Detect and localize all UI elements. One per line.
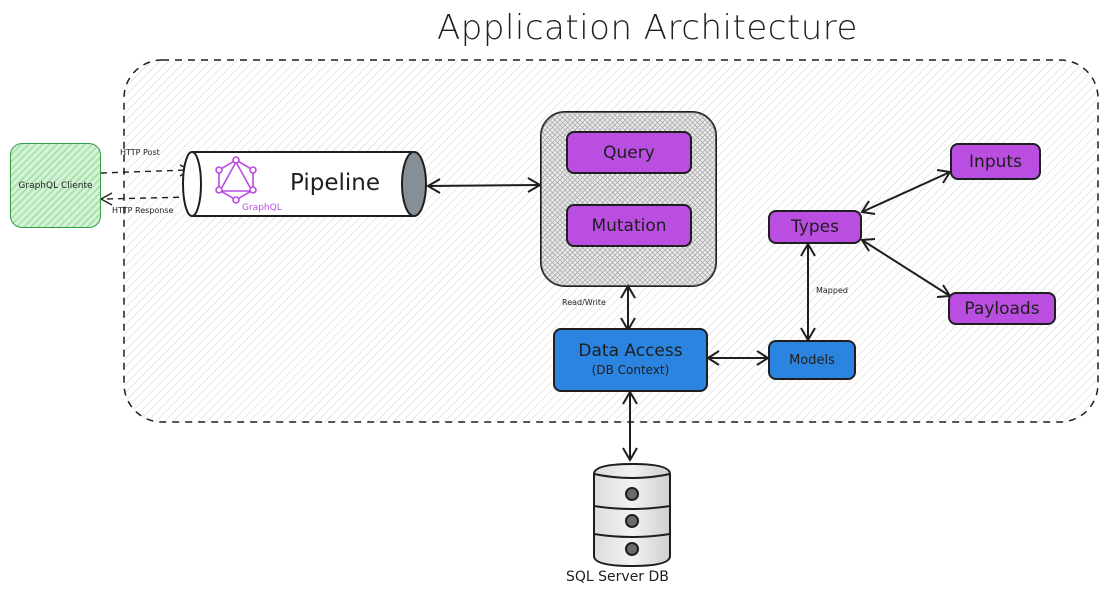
models-label: Models bbox=[789, 352, 835, 368]
types-label: Types bbox=[791, 217, 839, 237]
query-node: Query bbox=[566, 131, 692, 174]
database-label: SQL Server DB bbox=[566, 569, 669, 585]
inputs-label: Inputs bbox=[969, 151, 1022, 172]
read-write-label: Read/Write bbox=[562, 298, 606, 307]
data-access-subtitle: (DB Context) bbox=[591, 363, 670, 377]
payloads-label: Payloads bbox=[964, 298, 1040, 319]
inputs-node: Inputs bbox=[950, 143, 1041, 180]
mutation-node: Mutation bbox=[566, 204, 692, 247]
data-access-title: Data Access bbox=[578, 341, 683, 361]
http-post-arrow bbox=[100, 169, 189, 174]
database-icon bbox=[593, 462, 671, 568]
models-node: Models bbox=[768, 340, 856, 380]
mutation-label: Mutation bbox=[591, 215, 667, 236]
diagram-title: Application Architecture bbox=[437, 8, 858, 48]
data-access-node: Data Access (DB Context) bbox=[553, 328, 708, 392]
http-response-arrow bbox=[102, 196, 191, 200]
graphql-client-node: GraphQL Cliente bbox=[10, 143, 101, 228]
payloads-node: Payloads bbox=[948, 292, 1056, 325]
query-label: Query bbox=[603, 142, 655, 163]
types-node: Types bbox=[768, 210, 862, 244]
graphql-logo-icon bbox=[215, 156, 257, 204]
client-label: GraphQL Cliente bbox=[18, 180, 93, 191]
http-post-label: HTTP Post bbox=[120, 148, 160, 157]
http-response-label: HTTP Response bbox=[112, 206, 174, 215]
graphql-logo-text: GraphQL bbox=[242, 203, 282, 213]
mapped-label: Mapped bbox=[816, 286, 848, 295]
pipeline-label: Pipeline bbox=[290, 170, 381, 196]
data-access-database-arrow bbox=[622, 390, 638, 462]
pipeline-cylinder bbox=[182, 151, 427, 217]
